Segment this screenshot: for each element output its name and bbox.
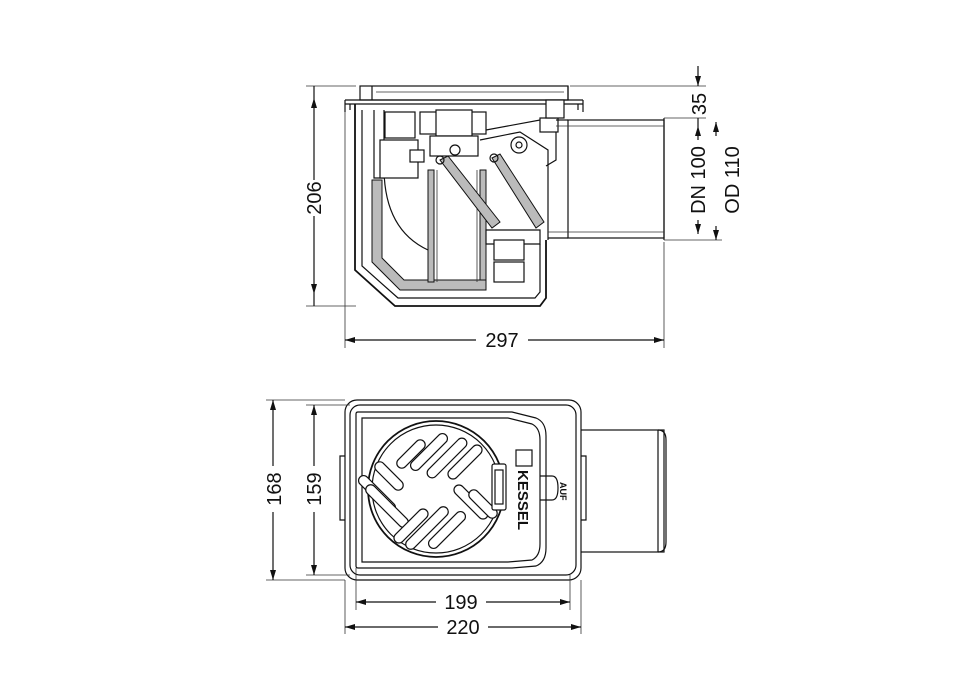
brand-logo-text: KESSEL: [514, 470, 531, 530]
dim-label-35: 35: [689, 93, 711, 115]
dim-label-168: 168: [264, 472, 286, 505]
dim-side-width: 297: [344, 112, 665, 352]
grate-slots: [357, 432, 498, 550]
dim-side-height: 206: [304, 85, 356, 307]
dim-plan-outer-height: 168: [264, 399, 345, 581]
dim-label-297: 297: [485, 330, 518, 352]
dim-label-220: 220: [446, 617, 479, 639]
flow-marker-text: AUF: [558, 482, 568, 501]
dim-plan-inner-width: 199: [355, 568, 571, 614]
dim-plan-outer-width: 220: [344, 580, 582, 639]
dim-pipe-diameter: DN 100 OD 110: [664, 122, 744, 241]
dim-plan-inner-height: 159: [304, 404, 350, 576]
dim-label-199: 199: [444, 592, 477, 614]
dim-label-159: 159: [304, 472, 326, 505]
side-section-view: [344, 85, 665, 307]
plan-view: KESSEL AUF: [339, 399, 667, 581]
dim-label-206: 206: [304, 181, 326, 214]
dim-label-od110: OD 110: [722, 146, 744, 213]
dim-label-dn100: DN 100: [688, 146, 710, 214]
dim-top-offset: 35: [570, 66, 711, 126]
